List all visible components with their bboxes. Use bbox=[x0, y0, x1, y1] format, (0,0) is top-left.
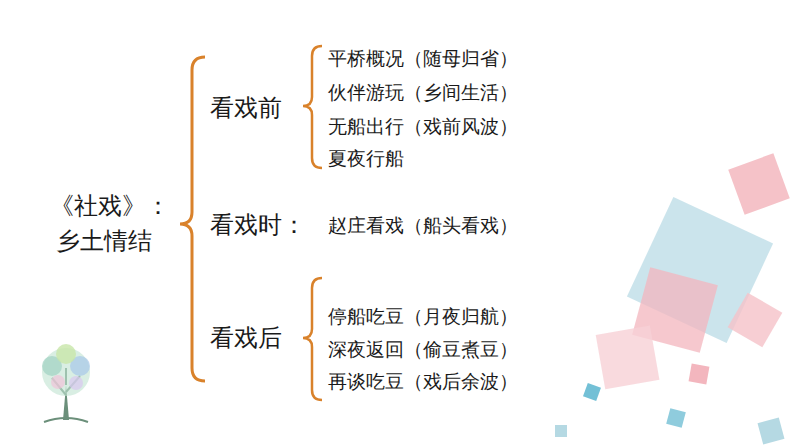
deco-square bbox=[583, 383, 601, 401]
deco-square bbox=[555, 425, 567, 437]
item-text: 停船吃豆（月夜归航） bbox=[328, 305, 518, 328]
item-text: 深夜返回（偷豆煮豆） bbox=[328, 338, 518, 361]
item-text: 夏夜行船 bbox=[328, 147, 404, 170]
item-text: 平桥概况（随母归省） bbox=[328, 47, 518, 70]
sub-bracket bbox=[303, 46, 322, 168]
item-text: 赵庄看戏（船头看戏） bbox=[328, 214, 518, 237]
deco-square bbox=[758, 418, 785, 445]
item-text: 再谈吃豆（戏后余波） bbox=[328, 370, 518, 393]
tree-icon bbox=[42, 344, 90, 422]
deco-square bbox=[596, 326, 660, 390]
deco-square bbox=[728, 293, 783, 348]
deco-square bbox=[728, 153, 790, 215]
branch-label: 看戏时： bbox=[210, 211, 306, 240]
deco-square bbox=[666, 408, 686, 428]
title-text: 《社戏》： bbox=[50, 192, 170, 221]
branch-label: 看戏后 bbox=[210, 324, 282, 353]
sub-bracket bbox=[303, 278, 322, 400]
item-text: 伙伴游玩（乡间生活） bbox=[328, 81, 518, 104]
branch-label: 看戏前 bbox=[210, 94, 282, 123]
deco-square bbox=[689, 364, 710, 385]
title-text: 乡土情结 bbox=[56, 227, 152, 256]
item-text: 无船出行（戏前风波） bbox=[328, 115, 518, 138]
main-bracket bbox=[180, 57, 205, 381]
